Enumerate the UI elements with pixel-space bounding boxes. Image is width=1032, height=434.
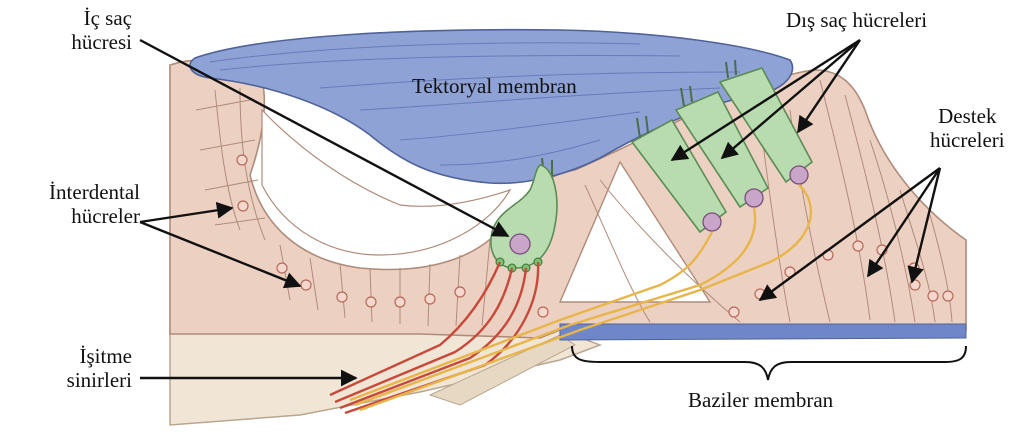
label-inner-hair-cell-line1: İç saç: [71, 6, 132, 30]
label-interdental-cells-line2: hücreler: [49, 204, 140, 228]
label-inner-hair-cell: İç saç hücresi: [71, 6, 132, 54]
label-auditory-nerves-line1: İşitme: [67, 344, 132, 368]
basilar-membrane-strip: [560, 324, 966, 340]
basilar-bracket: [572, 346, 966, 380]
label-auditory-nerves: İşitme sinirleri: [67, 344, 132, 392]
label-support-cells: Destek hücreleri: [930, 104, 1005, 152]
label-outer-hair-cells: Dış saç hücreleri: [786, 8, 927, 32]
inner-hair-cell-nucleus: [510, 234, 530, 254]
label-auditory-nerves-line2: sinirleri: [67, 368, 132, 392]
label-tectorial-membrane: Tektoryal membran: [412, 74, 577, 98]
label-support-cells-line1: Destek: [930, 104, 1005, 128]
label-interdental-cells: İnterdental hücreler: [49, 180, 140, 228]
label-inner-hair-cell-line2: hücresi: [71, 30, 132, 54]
label-basilar-membrane: Baziler membran: [688, 388, 833, 412]
label-interdental-cells-line1: İnterdental: [49, 180, 140, 204]
label-support-cells-line2: hücreleri: [930, 128, 1005, 152]
